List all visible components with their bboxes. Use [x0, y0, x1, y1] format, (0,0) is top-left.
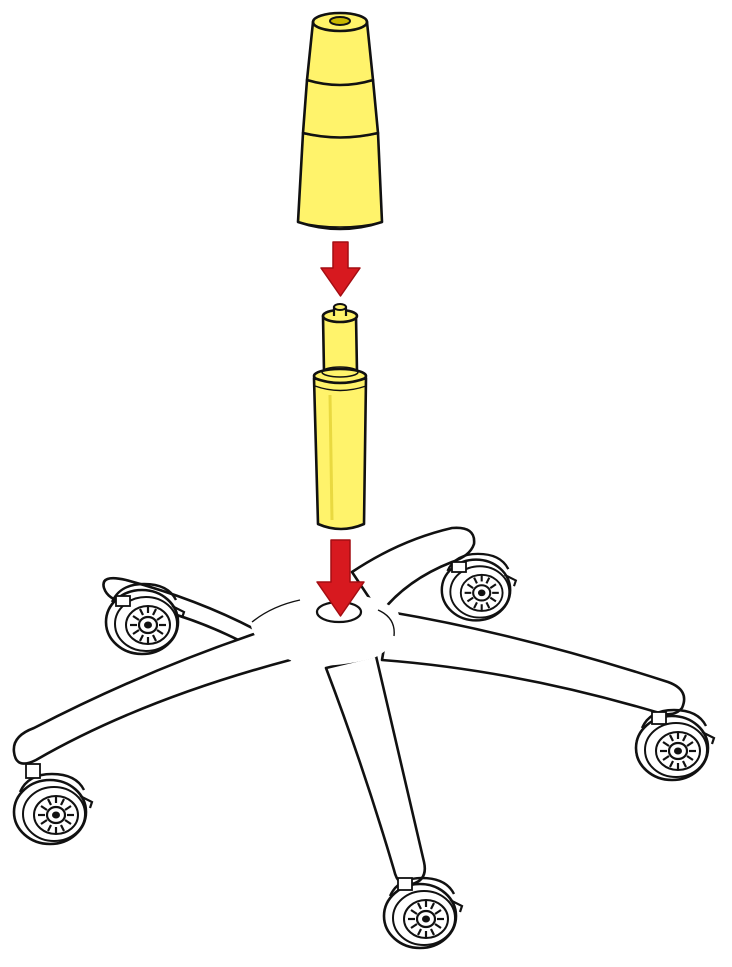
cover-top-opening	[329, 16, 351, 26]
caster-wheel-back-left	[104, 582, 186, 656]
gas-lift-cylinder	[312, 303, 368, 531]
arrow-cover-onto-cylinder	[320, 241, 361, 297]
cylinder-piston-rod	[321, 314, 359, 377]
arrow-cylinder-into-base	[316, 539, 365, 617]
caster-wheel-front	[382, 876, 464, 950]
base-hub	[250, 593, 401, 666]
cover-bottom-section	[296, 131, 384, 231]
caster-wheel-left	[12, 763, 94, 846]
base-arm-back-right	[350, 526, 476, 616]
base-arm-right	[380, 610, 686, 716]
cover-top-section	[305, 20, 375, 87]
caster-wheel-right	[634, 708, 716, 782]
gas-lift-cover	[296, 11, 384, 231]
cover-middle-section	[301, 78, 380, 139]
base-arm-left	[12, 626, 292, 765]
cylinder-body	[312, 376, 368, 531]
caster-wheel-back-right	[440, 552, 518, 622]
base-arm-front	[324, 654, 427, 886]
